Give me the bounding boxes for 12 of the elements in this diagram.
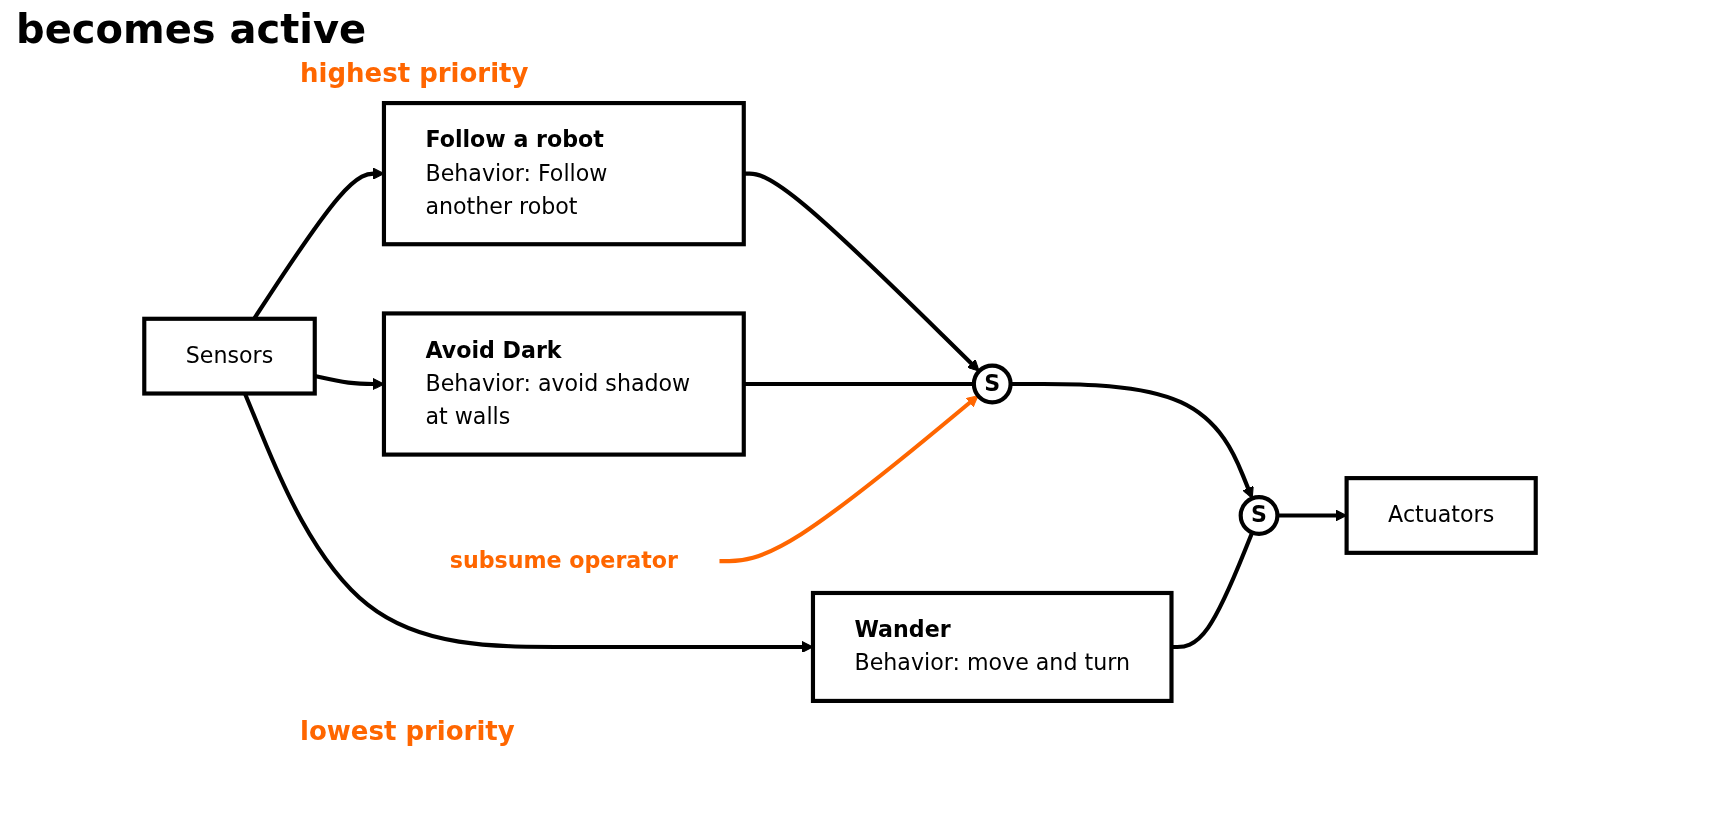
- node-text: subsume operator: [449, 547, 678, 574]
- node-box: Avoid Dark Behavior: avoid shadow at walls: [381, 311, 746, 457]
- node-box: Follow a robot Behavior: Follow another robot: [381, 101, 746, 247]
- node-circle: S: [1238, 495, 1280, 536]
- node-circle: S: [971, 363, 1013, 405]
- node-box: Wander Behavior: move and turn: [810, 590, 1174, 703]
- priority-note: lowest priority: [300, 716, 516, 746]
- priority-note: highest priority: [300, 58, 530, 88]
- node-box: Actuators: [1344, 476, 1538, 555]
- node-box: Sensors: [142, 316, 317, 396]
- arrow: [719, 395, 979, 564]
- diagram-title: becomes active: [16, 6, 368, 52]
